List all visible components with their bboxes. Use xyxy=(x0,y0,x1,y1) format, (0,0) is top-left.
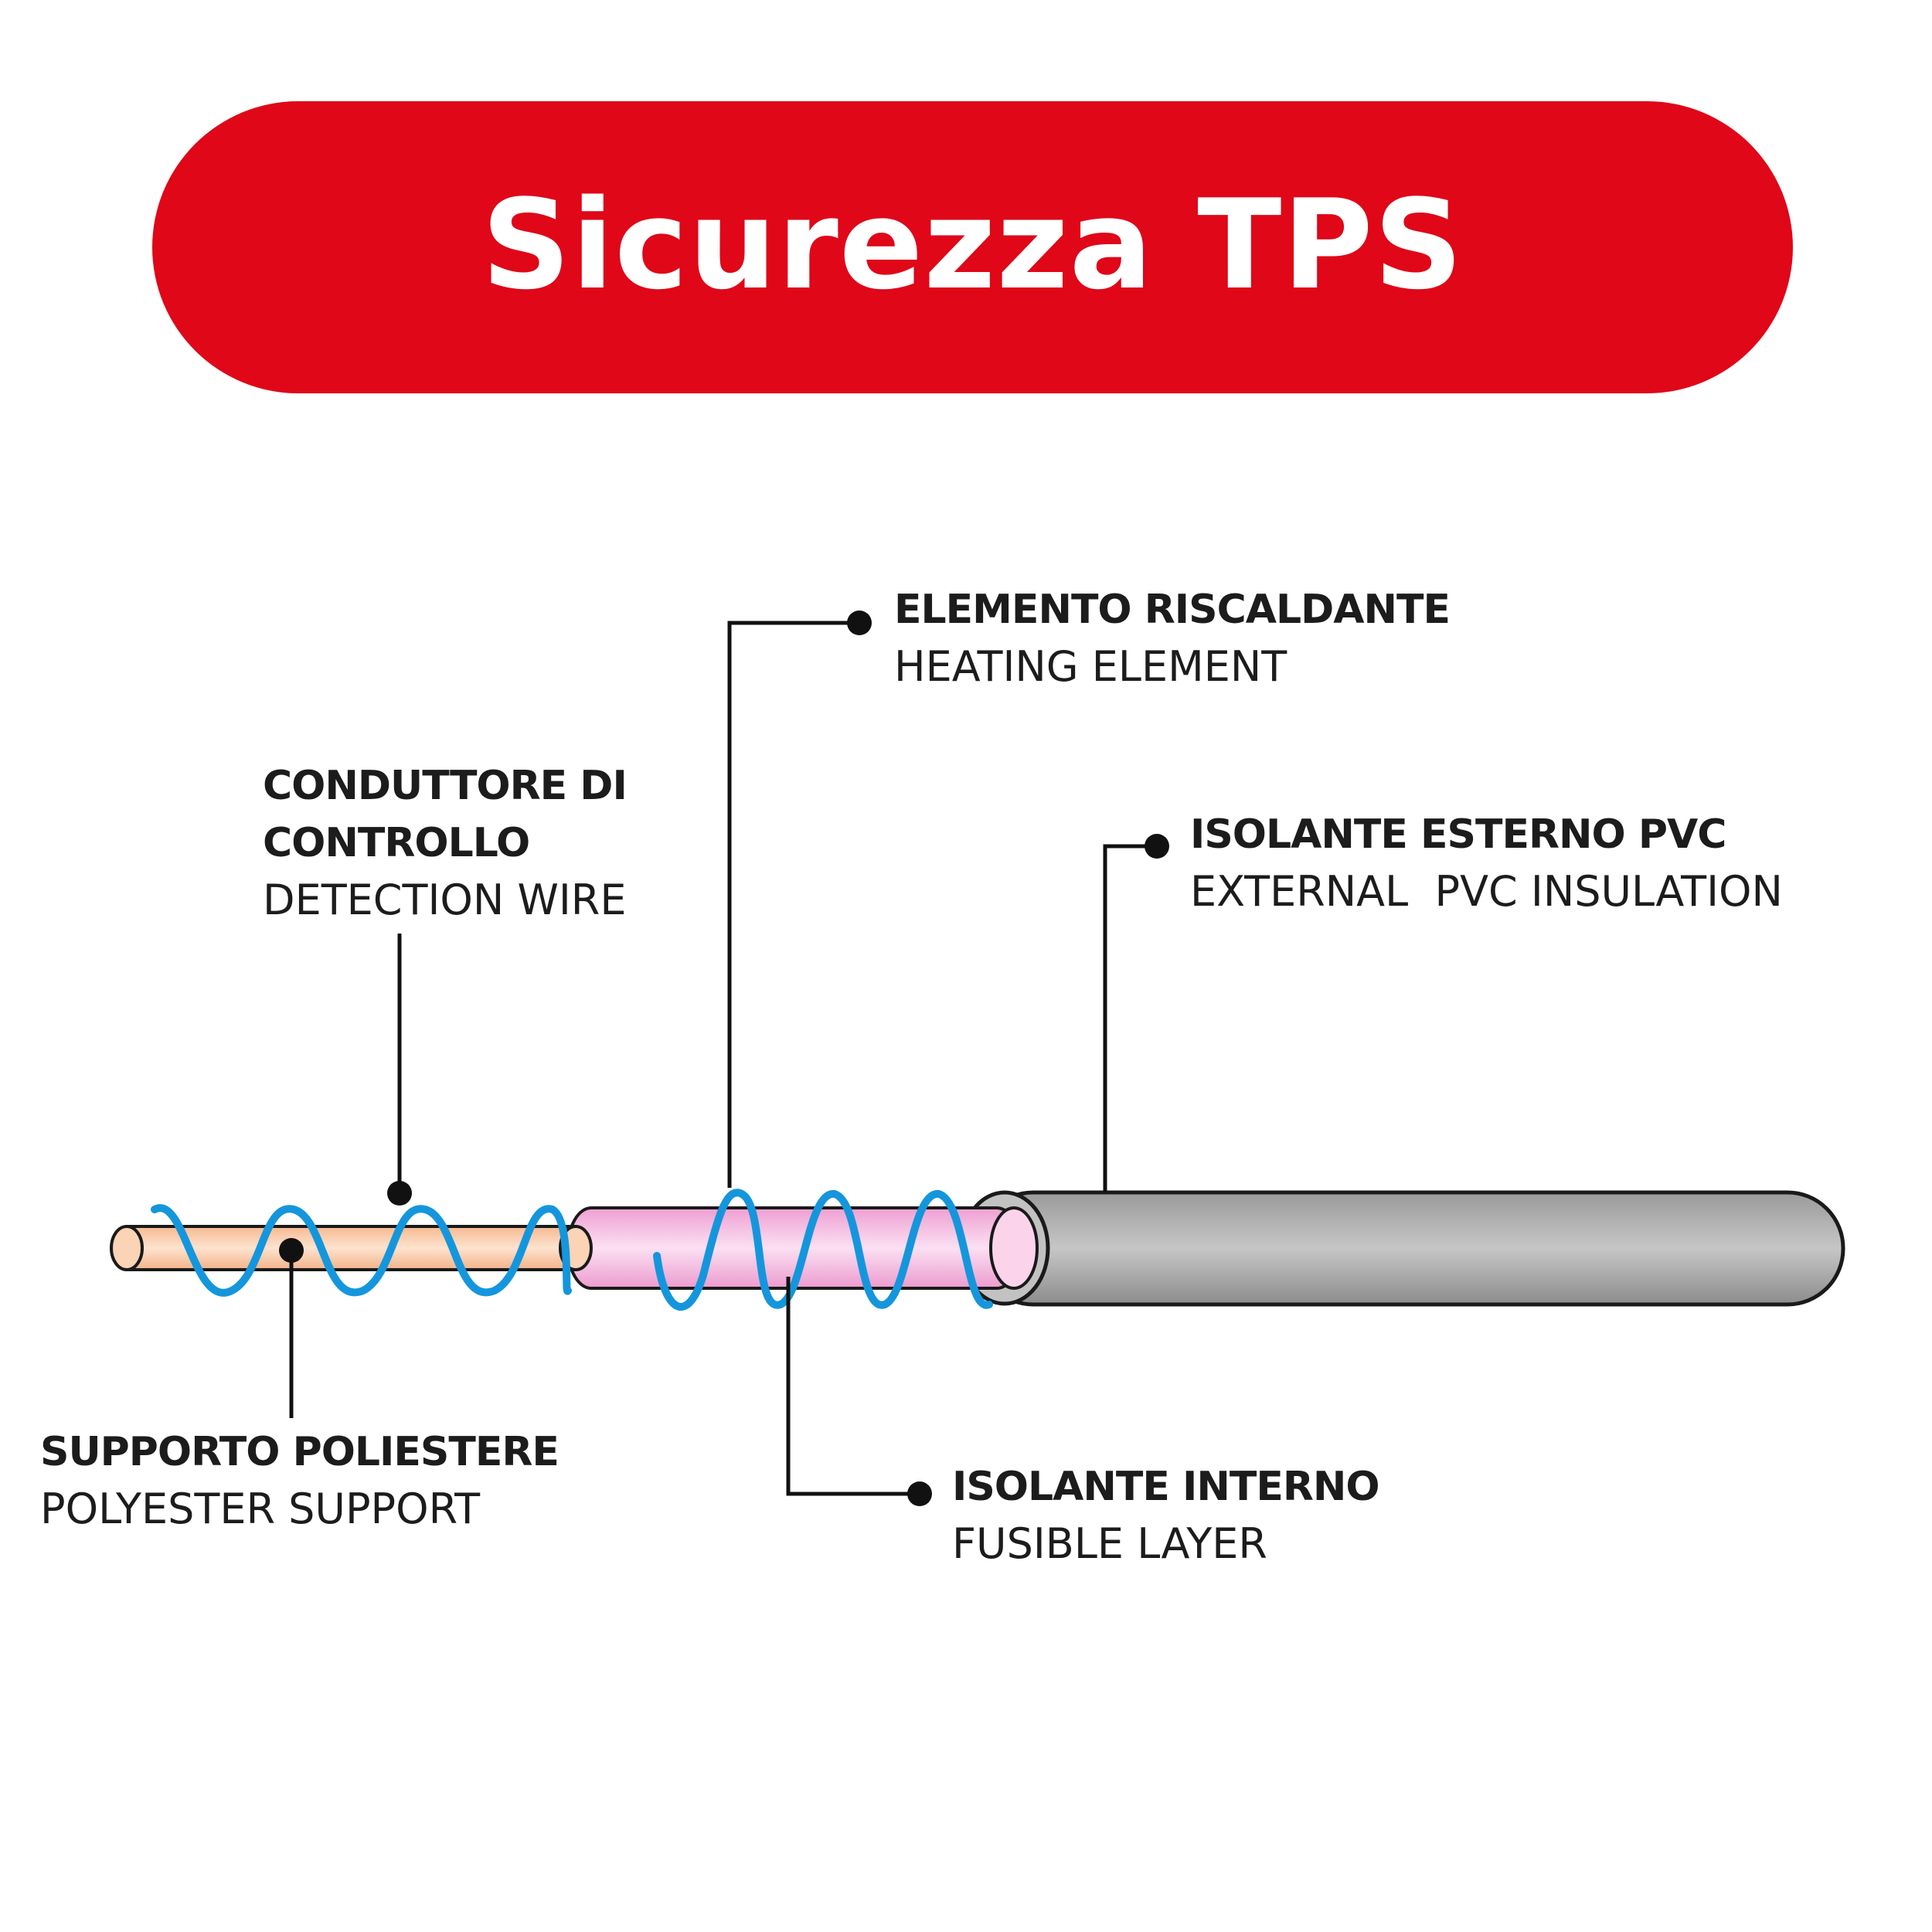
detection-wire-it-line1: CONDUTTORE DI xyxy=(263,763,628,809)
label-polyester-support: SUPPORTO POLIESTERE POLYESTER SUPPORT xyxy=(40,1423,560,1538)
label-external-insulation: ISOLANTE ESTERNO PVC EXTERNAL PVC INSULA… xyxy=(1190,806,1783,920)
leader-heating-element xyxy=(727,621,859,1188)
label-detection-wire: CONDUTTORE DI CONTROLLO DETECTION WIRE xyxy=(263,757,628,929)
leader-fusible-layer xyxy=(786,1277,920,1496)
polyester-support-it: SUPPORTO POLIESTERE xyxy=(40,1429,560,1475)
outer-insulation-body xyxy=(975,1190,1845,1307)
external-insulation-en: EXTERNAL PVC INSULATION xyxy=(1190,867,1783,916)
polyester-core xyxy=(110,1225,593,1271)
dot-detection-wire xyxy=(387,1181,412,1206)
fusible-layer-it: ISOLANTE INTERNO xyxy=(952,1464,1380,1510)
detection-wire-helix xyxy=(151,1204,572,1297)
detection-wire-it-line2: CONTROLLO xyxy=(263,820,530,866)
dot-external-insulation xyxy=(1145,834,1169,859)
fusible-layer-en: FUSIBLE LAYER xyxy=(952,1519,1267,1568)
fusible-layer-end xyxy=(989,1206,1039,1290)
label-heating-element: ELEMENTO RISCALDANTE HEATING ELEMENT xyxy=(894,581,1451,696)
dot-heating-element xyxy=(847,611,872,635)
detection-wire-en: DETECTION WIRE xyxy=(263,876,627,924)
external-insulation-it: ISOLANTE ESTERNO PVC xyxy=(1190,811,1726,858)
heating-element-helix xyxy=(653,1189,993,1311)
leader-lines xyxy=(289,621,1157,1496)
dot-polyester-support xyxy=(279,1238,304,1263)
title-banner: Sicurezza TPS xyxy=(152,101,1793,393)
outer-pvc-insulation xyxy=(959,1190,1845,1307)
heating-element-en: HEATING ELEMENT xyxy=(894,642,1287,691)
label-fusible-layer: ISOLANTE INTERNO FUSIBLE LAYER xyxy=(952,1458,1380,1573)
page-title: Sicurezza TPS xyxy=(481,172,1464,317)
polyester-core-end xyxy=(110,1225,144,1271)
heating-element-it: ELEMENTO RISCALDANTE xyxy=(894,587,1451,633)
polyester-support-en: POLYESTER SUPPORT xyxy=(40,1485,481,1533)
leader-dots xyxy=(279,611,1169,1506)
leader-external-insulation xyxy=(1103,844,1157,1192)
dot-fusible-layer xyxy=(907,1481,932,1506)
